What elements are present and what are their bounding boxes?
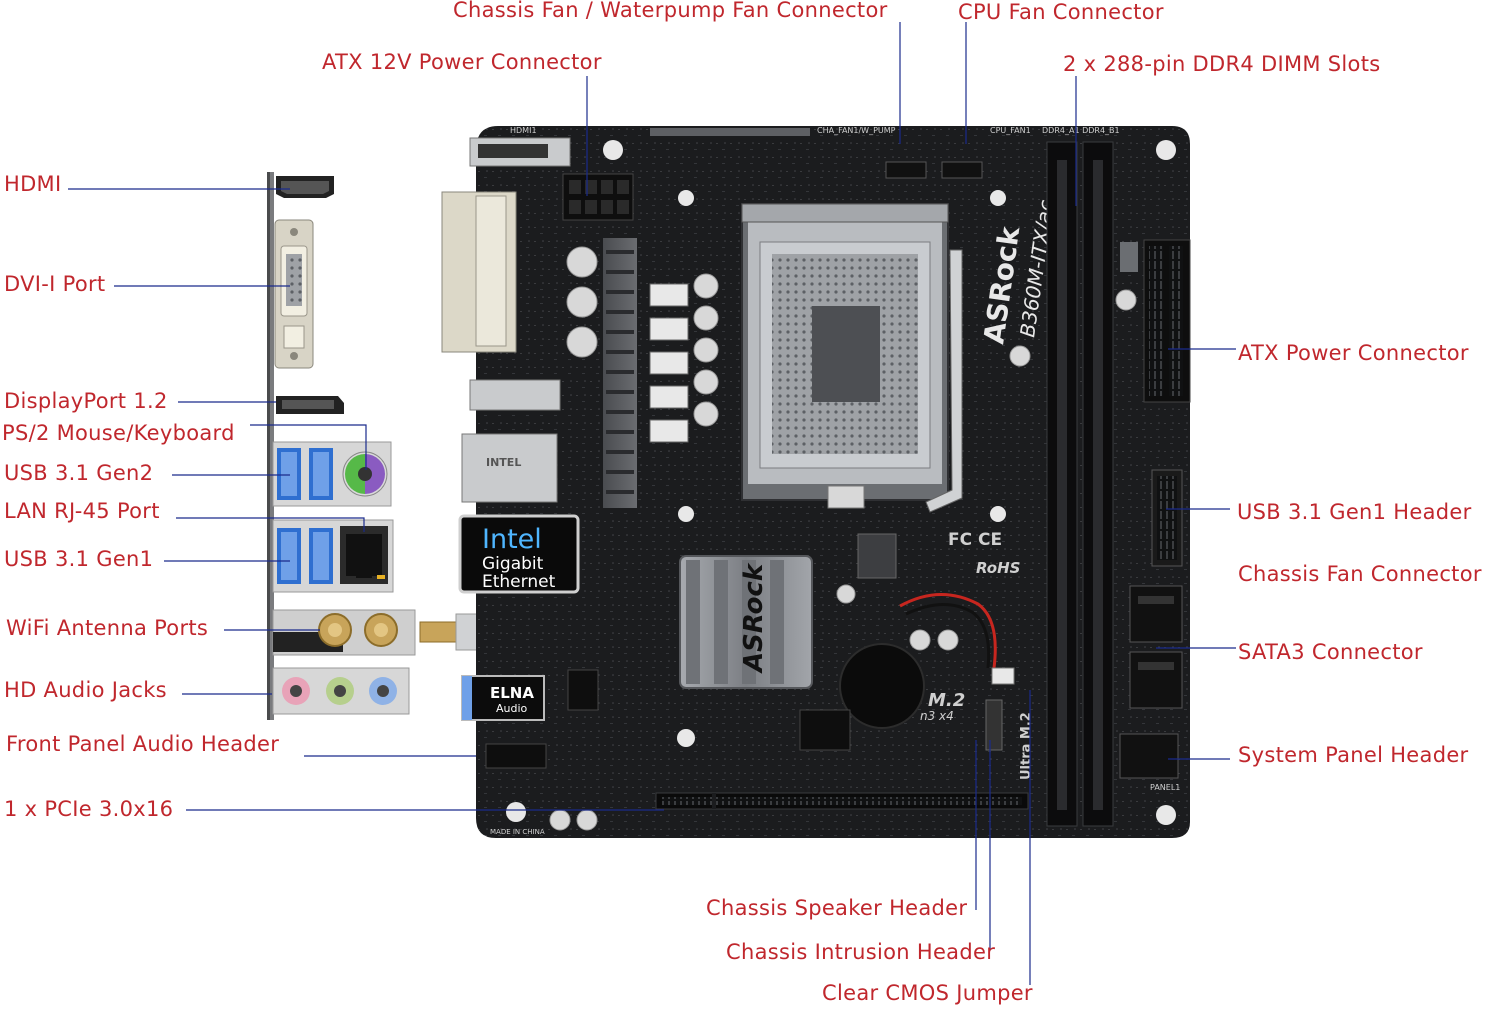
label-pcie: 1 x PCIe 3.0x16 (4, 797, 174, 821)
leader-ps2 (250, 424, 367, 470)
m2-sub-text: n3 x4 (920, 709, 954, 723)
label-atx12v: ATX 12V Power Connector (322, 50, 602, 74)
label-wifi: WiFi Antenna Ports (6, 616, 209, 640)
lan-transformer (461, 433, 558, 503)
intel-ethernet-text: Ethernet (482, 572, 556, 592)
vrm-heatsink (603, 238, 637, 508)
onboard-hdmi (469, 137, 571, 167)
elna-text: ELNA (490, 684, 534, 702)
label-displayport: DisplayPort 1.2 (4, 389, 168, 413)
rohs-text: RoHS (976, 559, 1020, 577)
m2-ultra-text: Ultra M.2 (1019, 712, 1034, 780)
audio-jacks (272, 667, 410, 715)
chokes (649, 283, 689, 443)
wifi-cables (899, 593, 1015, 685)
displayport-port (276, 396, 344, 414)
label-chassis-fan: Chassis Fan Connector (1238, 562, 1482, 586)
label-chassis-fan-waterpump: Chassis Fan / Waterpump Fan Connector (453, 0, 888, 22)
label-dvi: DVI-I Port (4, 272, 106, 296)
label-hd-audio: HD Audio Jacks (4, 678, 167, 702)
onboard-dvi (441, 191, 517, 353)
atx12v-connector-block (562, 173, 634, 221)
silk-panel: PANEL1 (1150, 783, 1180, 792)
leader-lan (176, 517, 365, 532)
label-usb-gen1: USB 3.1 Gen1 (4, 547, 154, 571)
leader-lines (68, 22, 1236, 985)
misc-components (567, 161, 1138, 751)
intel-text: Intel (482, 524, 542, 555)
label-clear-cmos: Clear CMOS Jumper (822, 981, 1033, 1005)
silk-hdmi: HDMI1 (510, 126, 537, 135)
front-audio-header-block (485, 743, 547, 769)
ps2-usb-gen2-stack (272, 441, 392, 507)
standoffs (549, 809, 598, 831)
elna-audio-text: Audio (496, 702, 528, 715)
silk-ddr4: DDR4_A1 DDR4_B1 (1042, 126, 1120, 135)
label-hdmi: HDMI (4, 172, 62, 196)
panel-header-block (1119, 733, 1179, 779)
onboard-dp (469, 379, 561, 411)
m2-big-text: M.2 (928, 690, 965, 711)
label-usb-gen2: USB 3.1 Gen2 (4, 461, 154, 485)
sata-connectors (1129, 585, 1183, 709)
capacitors-left (566, 246, 598, 358)
capacitors-vrm (693, 273, 719, 427)
label-speaker: Chassis Speaker Header (706, 896, 968, 920)
dimm-slots (1046, 141, 1114, 827)
cpu-socket (741, 203, 963, 513)
io-panel (267, 172, 274, 720)
compliance-marks: FC CE RoHS (948, 530, 1020, 577)
label-lan: LAN RJ-45 Port (4, 499, 160, 523)
elna-audio-badge: ELNA Audio (461, 675, 545, 721)
pcie-slot (655, 792, 1029, 810)
label-sata3: SATA3 Connector (1238, 640, 1423, 664)
label-usb-gen1-header: USB 3.1 Gen1 Header (1237, 500, 1472, 524)
heatsink-brand-text: ASRock (739, 562, 769, 674)
label-front-audio: Front Panel Audio Header (6, 732, 280, 756)
usb-gen1-header-block (1151, 469, 1183, 567)
atx24-connector (1143, 239, 1191, 403)
chipset-heatsink: ASRock (679, 555, 813, 689)
silk-cha-fan: CHA_FAN1/W_PUMP (817, 126, 896, 135)
dvi-port (274, 219, 314, 369)
label-cpu-fan: CPU Fan Connector (958, 0, 1164, 24)
silk-lan-chip: INTEL (486, 456, 521, 469)
lan-usb-gen1-stack (272, 519, 394, 593)
label-intrusion: Chassis Intrusion Header (726, 940, 996, 964)
fcce-text: FC CE (948, 530, 1002, 550)
intel-gigabit-badge: Intel Gigabit Ethernet (458, 514, 580, 594)
label-ps2: PS/2 Mouse/Keyboard (2, 421, 235, 445)
label-system-panel: System Panel Header (1238, 743, 1469, 767)
hdmi-port (276, 176, 334, 198)
cmos-battery (839, 643, 925, 729)
label-dimm: 2 x 288-pin DDR4 DIMM Slots (1063, 52, 1381, 76)
intel-gigabit-text: Gigabit (482, 554, 544, 574)
silk-cpu-fan: CPU_FAN1 (990, 126, 1031, 135)
label-atx-power: ATX Power Connector (1238, 341, 1469, 365)
silkscreen: HDMI1 CHA_FAN1/W_PUMP CPU_FAN1 DDR4_A1 D… (486, 126, 1180, 836)
silk-made: MADE IN CHINA (490, 828, 545, 836)
